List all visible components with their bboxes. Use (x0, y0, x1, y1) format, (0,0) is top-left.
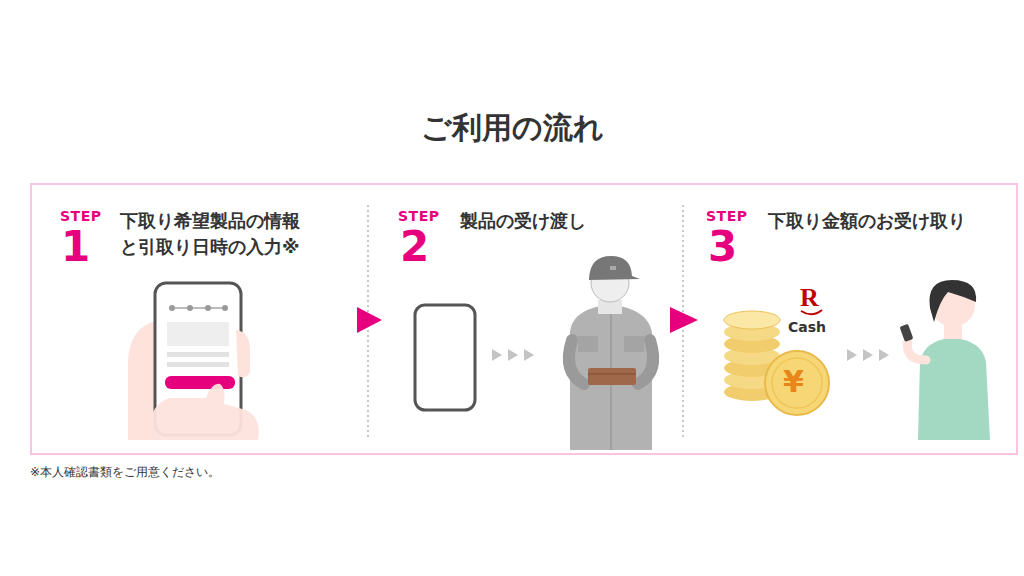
step-label: STEP (398, 208, 439, 224)
step-number: 1 (61, 226, 90, 268)
brand-logo-letter: R (800, 283, 819, 313)
step-heading: 下取り希望製品の情報 と引取り日時の入力※ (120, 208, 316, 260)
arrow-head (670, 307, 698, 333)
step-heading: 下取り金額のお受け取り (768, 208, 966, 234)
diagram-title: ご利用の流れ (0, 108, 1024, 149)
arrow-head (357, 307, 382, 333)
step-number: 2 (400, 226, 429, 268)
payout-illustration (724, 280, 990, 440)
cash-logo-text: Cash (788, 319, 826, 335)
phone-hand-illustration (128, 283, 259, 440)
flow-arrow (357, 307, 382, 333)
step-label: STEP (60, 208, 101, 224)
handover-illustration (415, 256, 653, 450)
step-section: STEP 2 製品の受け渡し (382, 186, 670, 450)
step-section: STEP 1 下取り希望製品の情報 と引取り日時の入力※ (35, 186, 357, 450)
flow-arrow (670, 307, 698, 333)
footnote: ※本人確認書類をご用意ください。 (30, 464, 220, 481)
step-heading: 製品の受け渡し (460, 208, 586, 234)
step-number: 3 (708, 226, 737, 268)
yen-symbol: ¥ (783, 364, 804, 399)
step-label: STEP (706, 208, 747, 224)
step-section: STEP 3 下取り金額のお受け取り (698, 186, 1012, 450)
